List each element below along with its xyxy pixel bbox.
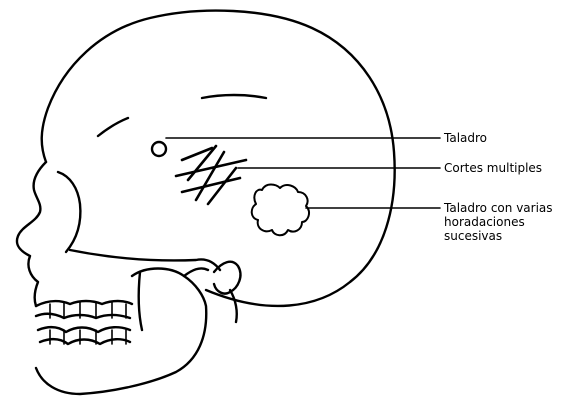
multiple-cuts <box>174 144 248 206</box>
multi-hole-trepanation <box>250 183 310 237</box>
mastoid <box>212 260 242 295</box>
label-cortes-multiples: Cortes multiples <box>444 161 542 175</box>
drill-hole <box>150 140 168 158</box>
zygomatic-arch <box>68 248 222 272</box>
label-taladro-varias-2: horadaciones <box>444 215 525 229</box>
label-taladro-varias-1: Taladro con varias <box>443 201 553 215</box>
orbit-line <box>56 170 82 254</box>
mandible-ramus <box>137 270 144 332</box>
label-taladro-varias-3: sucesivas <box>444 229 502 243</box>
cranium-outline <box>40 9 396 308</box>
lower-teeth <box>36 326 132 334</box>
teeth-dividers <box>49 301 127 345</box>
upper-teeth <box>34 299 134 308</box>
temporal-line <box>96 116 130 138</box>
styloid <box>228 288 238 324</box>
mandible <box>34 267 208 396</box>
face-profile <box>15 160 48 308</box>
coronoid <box>182 267 210 278</box>
label-taladro: Taladro <box>443 131 487 145</box>
top-curve <box>200 93 268 100</box>
lower-teeth-2 <box>38 338 132 346</box>
